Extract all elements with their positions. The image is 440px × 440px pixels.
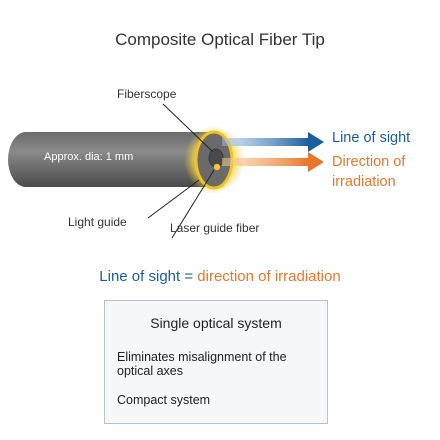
laser-fiber-leader (171, 169, 215, 239)
direction-label-line2: irradiation (332, 174, 396, 190)
line-of-sight-arrow-head (308, 132, 324, 152)
line-of-sight-label: Line of sight (332, 130, 411, 146)
laser-guide-fiber-label: Laser guide fiber (170, 221, 260, 235)
summary-item-compact: Compact system (117, 393, 211, 407)
equation: Line of sight = direction of irradiation (0, 268, 440, 285)
equation-equals: = (180, 268, 198, 285)
fiberscope-leader (162, 103, 214, 153)
fiberscope-label: Fiberscope (117, 87, 177, 101)
diameter-label: Approx. dia: 1 mm (44, 151, 134, 163)
laser-fiber-core (213, 163, 221, 171)
summary-item-misalignment: Eliminates misalignment of the optical a… (117, 350, 287, 378)
irradiation-arrow-head (308, 152, 324, 172)
summary-box-title: Single optical system (150, 315, 282, 331)
summary-box: Single optical system Eliminates misalig… (104, 300, 328, 424)
equation-right: direction of irradiation (197, 268, 341, 285)
light-guide-label: Light guide (68, 215, 127, 229)
equation-left: Line of sight (99, 268, 181, 285)
direction-label-line1: Direction of (332, 154, 406, 170)
line-of-sight-arrow-shaft (222, 138, 308, 146)
irradiation-arrow-shaft (222, 158, 308, 166)
fiber-cable (7, 132, 214, 187)
light-guide-leader (147, 179, 200, 219)
diagram-title: Composite Optical Fiber Tip (115, 30, 325, 49)
